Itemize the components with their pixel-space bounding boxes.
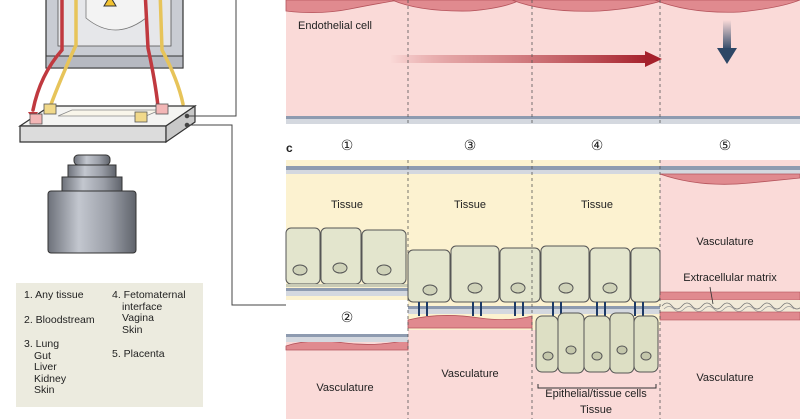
legend-item: 5. Placenta [112,348,202,361]
ecm-label: Extracellular matrix [683,272,777,284]
gap-region [286,300,408,334]
tissue-cells-col1 [285,227,407,285]
legend-sub-item: Liver [34,361,57,373]
vasculature-label-5-top: Vasculature [696,236,753,248]
panel-c-dividers [407,160,661,419]
column-marker-3: ③ [464,137,477,153]
legend-item: 4. Fetomaternal interface Vagina Skin [112,289,202,336]
legend-sub-item: Kidney [34,372,67,385]
legend-item: 2. Bloodstream [24,313,114,327]
column-marker-4: ④ [591,137,604,153]
epithelial-label: Epithelial/tissue cells [545,388,647,400]
down-arrow-icon [717,48,737,64]
bottom-tissue-label: Tissue [580,404,612,416]
region-labels: Tissue Tissue Tissue Vasculature Vascula… [316,199,777,416]
legend-item-main: 2. Bloodstream [24,313,95,326]
legend-item-main: 4. Fetomaternal [112,289,186,301]
tissue-label-4: Tissue [581,199,613,211]
epithelial-cells [535,312,659,374]
panel-c-letter: c [286,141,293,155]
legend-sub-item: Skin [122,323,143,336]
column-marker-1: ① [341,137,354,153]
vasculature-label-5-bottom: Vasculature [696,372,753,384]
gap-marker: ② [341,309,354,325]
legend-column-1: 1. Any tissue 2. Bloodstream 3. Lung Gut… [24,289,114,410]
legend-sub-item: Gut [34,349,51,362]
warning-icon [103,0,117,7]
extracellular-matrix [659,286,800,321]
legend-item-main: 3. Lung [24,338,60,350]
microscope-objective [47,154,137,254]
tissue-label-1: Tissue [331,199,363,211]
endothelial-cell-label: Endothelial cell [298,20,372,32]
down-arrow-shaft [723,20,731,50]
vasculature-label-3: Vasculature [441,368,498,380]
legend-box: 1. Any tissue 2. Bloodstream 3. Lung Gut… [16,283,203,407]
epithelial-bracket [537,384,657,389]
panel-b-dividers [407,0,661,124]
legend-item: 3. Lung Gut Liver Kidney Skin [24,338,114,397]
membrane-pores [418,302,644,316]
flow-arrow-shaft [390,55,648,63]
connector-lines [184,0,286,306]
legend-sub-item: Vagina [122,312,154,324]
flow-arrow-icon [645,51,662,67]
tissue-cells-col3-4 [407,245,661,303]
organ-chip [18,103,197,144]
tissue-label-3: Tissue [454,199,486,211]
legend-sub-item: interface [122,300,163,313]
panel-c: c ① ③ ④ ⑤ [285,137,800,419]
vasculature-region-col5 [660,160,800,419]
legend-column-2: 4. Fetomaternal interface Vagina Skin 5.… [112,289,202,374]
column-marker-5: ⑤ [719,137,732,153]
legend-item-main: 1. Any tissue [24,289,84,301]
column-markers: ① ③ ④ ⑤ [341,137,732,153]
legend-item: 1. Any tissue [24,289,114,302]
legend-sub-item: Skin [34,384,55,396]
panel-b: Endothelial cell [285,0,800,124]
vasculature-label-1: Vasculature [316,382,373,394]
endothelial-col5-top [659,173,800,185]
endothelial-cells-b [285,0,800,13]
legend-item-main: 5. Placenta [112,348,165,360]
